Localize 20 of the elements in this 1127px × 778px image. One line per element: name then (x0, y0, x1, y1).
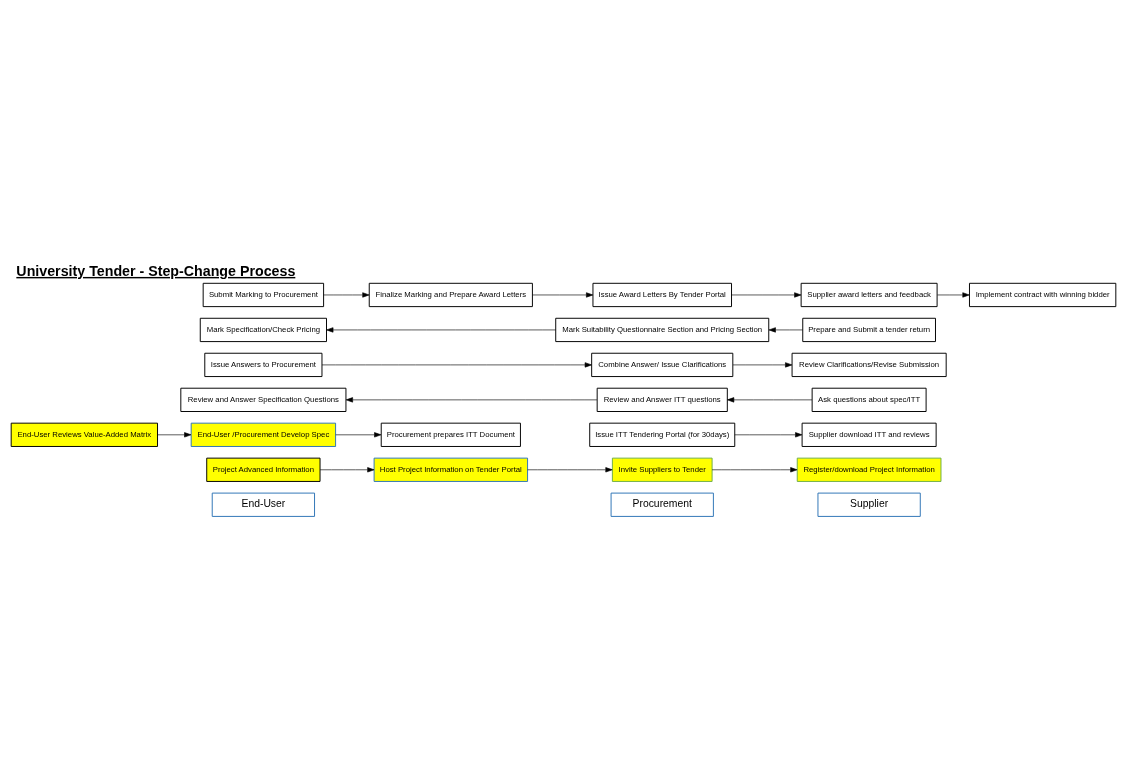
arrow (734, 431, 803, 437)
arrow (731, 291, 802, 298)
arrow (527, 466, 613, 472)
arrow (326, 326, 556, 333)
arrow (157, 431, 192, 437)
arrow (335, 431, 382, 437)
arrow (532, 291, 594, 298)
arrow (937, 291, 970, 298)
arrow (321, 361, 592, 367)
node-box: Procurement (610, 492, 714, 517)
arrow (711, 466, 798, 472)
arrow (319, 466, 375, 472)
diagram-title: University Tender - Step-Change Process (16, 262, 296, 279)
node-box: End-User (211, 492, 316, 517)
arrow (768, 326, 804, 333)
node-box: Supplier (817, 492, 921, 517)
arrow (732, 361, 793, 367)
arrow (345, 396, 598, 402)
arrow (727, 396, 813, 402)
arrow (323, 291, 370, 298)
